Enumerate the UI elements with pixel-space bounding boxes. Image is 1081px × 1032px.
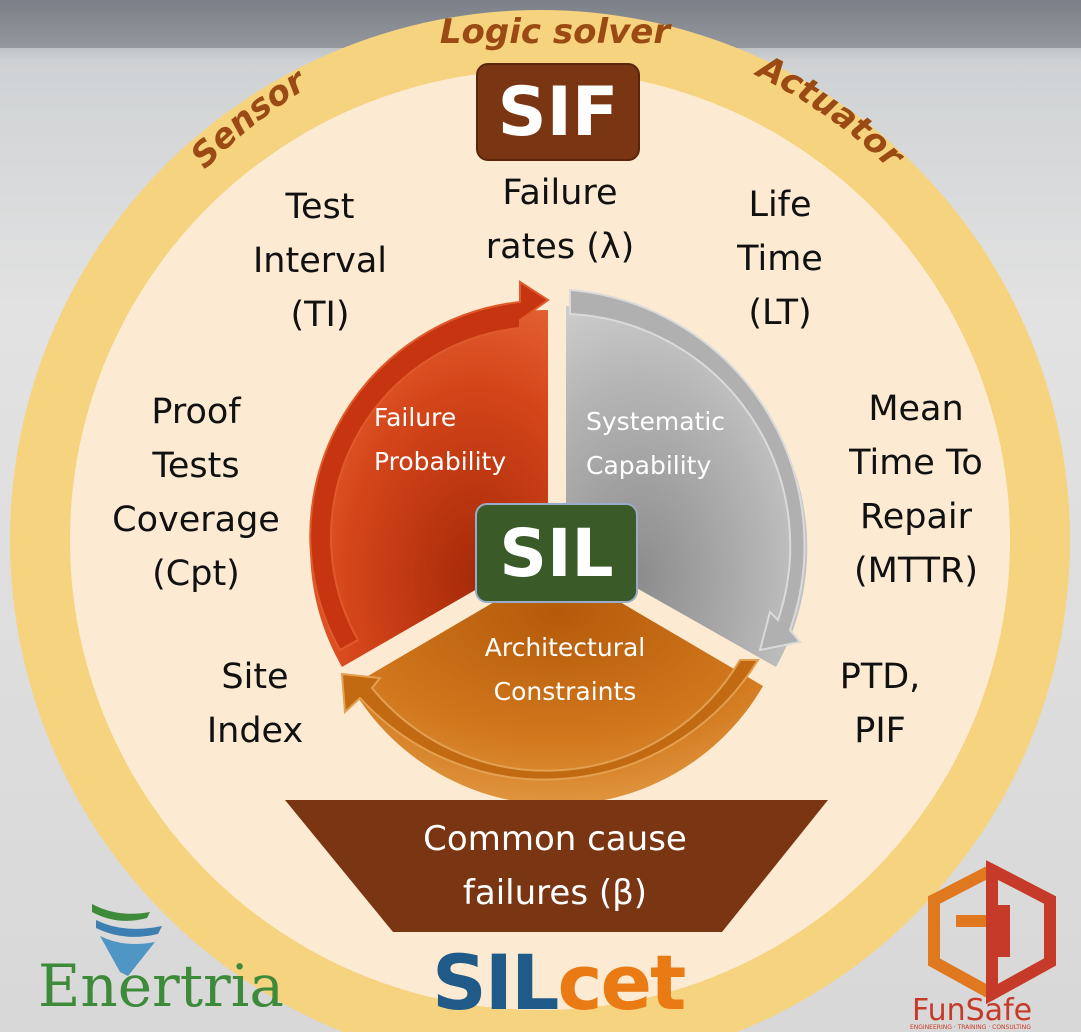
enertria-logo: Enertria [38, 952, 284, 1020]
arrow-architectural-constraints [340, 659, 760, 781]
funsafe-tagline: ENGINEERING · TRAINING · CONSULTING [910, 1024, 1031, 1031]
silcet-logo-part2: cet [557, 938, 686, 1027]
label-test-interval: Test Interval (TI) [252, 187, 388, 335]
segment-label-systematic-capability: Systematic Capability [586, 407, 726, 480]
label-life-time: Life Time (LT) [737, 185, 823, 333]
sif-box: SIF [476, 63, 640, 161]
silcet-logo-part1: SIL [432, 938, 559, 1027]
common-cause-trapezoid [285, 800, 828, 932]
label-common-cause: Common cause failures (β) [423, 819, 687, 913]
funsafe-hexagon-icon [928, 860, 1056, 1005]
silcet-logo: SILcet [432, 938, 686, 1027]
segment-label-failure-probability: Failure Probability [374, 403, 507, 476]
label-ptd-pif: PTD, PIF [839, 657, 921, 751]
ring-label-logic-solver: Logic solver [440, 12, 672, 52]
label-proof-tests-coverage: Proof Tests Coverage (Cpt) [112, 392, 280, 594]
arrow-systematic-capability [569, 288, 806, 652]
sil-box: SIL [475, 503, 638, 603]
segment-label-architectural-constraints: Architectural Constraints [484, 633, 646, 706]
label-mttr: Mean Time To Repair (MTTR) [849, 389, 983, 591]
enertria-swoosh-icon [92, 904, 162, 976]
label-site-index: Site Index [206, 657, 304, 751]
label-failure-rates: Failure rates (λ) [485, 173, 635, 267]
funsafe-logo: FunSafe [912, 993, 1033, 1028]
arrow-failure-probability [309, 280, 550, 652]
